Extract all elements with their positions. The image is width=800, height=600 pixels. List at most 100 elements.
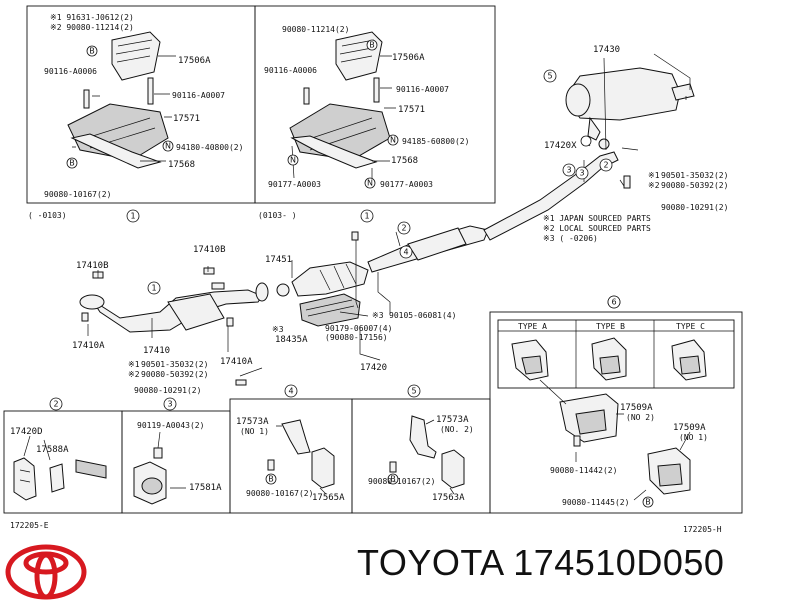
inset2-part-90177-a: 90177-A0003 xyxy=(268,180,321,189)
callout-b-3-text: B xyxy=(369,41,375,50)
part-90105-06081: 90105-06081(4) xyxy=(389,311,456,320)
sub4-part-17573a: 17573A xyxy=(236,417,269,427)
inset1-part-94180: 94180-40800(2) xyxy=(176,143,243,152)
diagram-code-right: 172205-H xyxy=(683,525,722,534)
index-2-b-text: 2 xyxy=(603,161,608,170)
index-5-a-text: 5 xyxy=(547,72,552,81)
product-title: TOYOTA 174510D050 xyxy=(357,542,725,583)
part-18435a: 18435A xyxy=(275,335,308,345)
inset2-part-90116-a0006: 90116-A0006 xyxy=(264,66,317,75)
index-2-box-text: 2 xyxy=(53,400,58,409)
callout-n-2-text: N xyxy=(390,136,396,145)
sub6-part-17509a-a: 17509A xyxy=(620,403,653,413)
index-1-a xyxy=(126,209,140,223)
sub6-part-no1: (NO 1) xyxy=(679,433,708,442)
inset1-part-90116-a0007: 90116-A0007 xyxy=(172,91,225,100)
part-17430: 17430 xyxy=(593,45,620,55)
inset1-part-90116-a0006: 90116-A0006 xyxy=(44,67,97,76)
sub2-part-17420d: 17420D xyxy=(10,427,43,437)
callout-n-3 xyxy=(287,154,299,166)
part-17410: 17410 xyxy=(143,346,170,356)
inset2-part-94185: 94185-60800(2) xyxy=(402,137,469,146)
part-90501-a: 90501-35032(2) xyxy=(141,360,208,369)
callout-b-3 xyxy=(366,39,378,51)
inset1-part-17571: 17571 xyxy=(173,114,200,124)
part-17420x: 17420X xyxy=(544,141,577,151)
sub4-part-90080: 90080-10167(2) xyxy=(246,489,313,498)
index-4-box-text: 4 xyxy=(288,387,293,396)
inset1-part-17506a: 17506A xyxy=(178,56,211,66)
callout-b-2-text: B xyxy=(69,159,75,168)
index-1-a-text: 1 xyxy=(130,212,135,221)
sub5-part-no2: (NO. 2) xyxy=(440,425,474,434)
sub6-part-17509a-b: 17509A xyxy=(673,423,706,433)
part-90501-b: 90501-35032(2) xyxy=(661,171,728,180)
sub5-callout-b-text: B xyxy=(390,475,396,484)
sub6-callout-b xyxy=(642,496,654,508)
index-1-c-text: 1 xyxy=(151,284,156,293)
toyota-logo xyxy=(5,544,87,600)
index-5-box xyxy=(407,384,421,398)
index-3-a-text: 3 xyxy=(579,169,584,178)
part-90080-17156: (90080-17156) xyxy=(325,333,388,342)
mark-3-a: ※3 xyxy=(372,311,384,320)
inset2-part-17506a: 17506A xyxy=(392,53,425,63)
inset2-part-90116-a0007: 90116-A0007 xyxy=(396,85,449,94)
part-17410b-b: 17410B xyxy=(76,261,109,271)
type-a-label: TYPE A xyxy=(518,322,547,331)
part-90179-06007: 90179-06007(4) xyxy=(325,324,392,333)
index-2-box xyxy=(49,397,63,411)
hanger-types-drawings xyxy=(511,337,707,501)
sub5-callout-b xyxy=(387,473,399,485)
index-3-box-text: 3 xyxy=(167,400,172,409)
inset1-range: ( -0103) xyxy=(28,211,67,220)
sub3-part-17581a: 17581A xyxy=(189,483,222,493)
sub6-part-90080-11442: 90080-11442(2) xyxy=(550,466,617,475)
callout-n-4-text: N xyxy=(367,179,373,188)
callout-b-1-text: B xyxy=(89,47,95,56)
callout-b-1 xyxy=(86,45,98,57)
callout-n-2 xyxy=(387,134,399,146)
types-table xyxy=(497,319,735,389)
sub4-part-17565a: 17565A xyxy=(312,493,345,503)
legend-2: ※2 LOCAL SOURCED PARTS xyxy=(543,224,651,233)
inset2-part-90177-b: 90177-A0003 xyxy=(380,180,433,189)
callout-n-1 xyxy=(162,140,174,152)
part-90080-10291-b: 90080-10291(2) xyxy=(661,203,728,212)
index-3-a xyxy=(575,166,589,180)
hanger-rubber-17420d xyxy=(13,435,107,501)
part-17410b-a: 17410B xyxy=(193,245,226,255)
sub5-part-17573a: 17573A xyxy=(436,415,469,425)
sub4-callout-b-text: B xyxy=(268,475,274,484)
mark-1-a: ※1 xyxy=(128,360,140,369)
hanger-17581a xyxy=(133,431,186,505)
sub5-part-17563a: 17563A xyxy=(432,493,465,503)
mark-1-b: ※1 xyxy=(648,171,660,180)
sub4-callout-b xyxy=(265,473,277,485)
inset1-note-2: ※2 90080-11214(2) xyxy=(50,23,134,32)
sub6-part-no2: (NO 2) xyxy=(626,413,655,422)
index-3-box xyxy=(163,397,177,411)
sub5-frame xyxy=(351,398,491,514)
sub5-part-90080: 90080-10167(2) xyxy=(368,477,435,486)
sub6-frame xyxy=(489,311,743,514)
sub3-part-90119: 90119-A0043(2) xyxy=(137,421,204,430)
mark-2-a: ※2 xyxy=(128,370,140,379)
sub2-part-17588a: 17588A xyxy=(36,445,69,455)
hanger-bracket-no2 xyxy=(389,415,465,495)
legend-1: ※1 JAPAN SOURCED PARTS xyxy=(543,214,651,223)
part-17410a-b: 17410A xyxy=(220,357,253,367)
hanger-bracket-no1 xyxy=(267,419,335,495)
index-4-a xyxy=(399,245,413,259)
inset2-part-90080-11214: 90080-11214(2) xyxy=(282,25,349,34)
sub6-part-90080-11445: 90080-11445(2) xyxy=(562,498,629,507)
callout-n-3-text: N xyxy=(290,156,296,165)
mark-2-b: ※2 xyxy=(648,181,660,190)
index-2-a-text: 2 xyxy=(401,224,406,233)
inset1-part-17568: 17568 xyxy=(168,160,195,170)
callout-n-4 xyxy=(364,177,376,189)
index-3-b-text: 3 xyxy=(566,166,571,175)
index-1-b-text: 1 xyxy=(364,212,369,221)
callout-n-1-text: N xyxy=(165,142,171,151)
